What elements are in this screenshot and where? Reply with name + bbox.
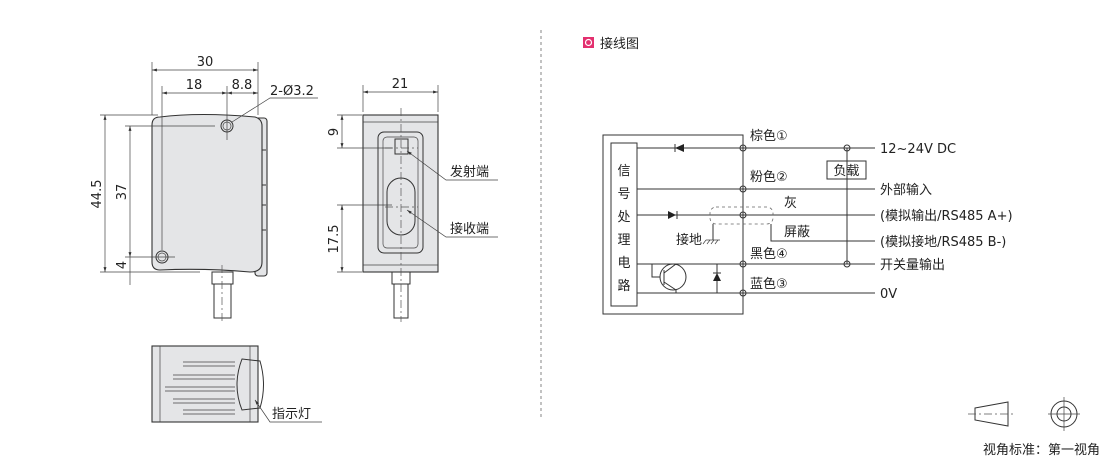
projection-symbol: 视角标准：第一视角	[968, 397, 1100, 458]
dim-9: 9	[327, 128, 342, 136]
emitter-label: 发射端	[450, 164, 489, 180]
func-switch-output: 开关量输出	[880, 257, 945, 273]
dim-44-5: 44.5	[90, 180, 105, 209]
func-external-input: 外部输入	[880, 182, 932, 198]
svg-text:处: 处	[617, 210, 630, 225]
wire-pink-label: 粉色②	[750, 169, 788, 185]
dim-17-5: 17.5	[327, 225, 342, 254]
dim-37: 37	[115, 184, 130, 201]
wire-shield-label: 屏蔽	[784, 225, 810, 240]
side-view: 21 9 17.5 发射端 接收端	[327, 77, 498, 322]
svg-text:理: 理	[617, 233, 630, 248]
section-bullet-icon	[583, 37, 594, 48]
dim-21: 21	[392, 77, 409, 92]
dim-18: 18	[186, 78, 203, 93]
dim-width-30: 30	[197, 55, 214, 70]
func-power: 12~24V DC	[880, 142, 956, 157]
transistor-icon	[659, 263, 687, 291]
load-label: 负载	[833, 164, 859, 179]
indicator-label: 指示灯	[272, 407, 311, 422]
ground-label: 接地	[676, 232, 702, 248]
wire-black-label: 黑色④	[750, 246, 788, 262]
wiring-diagram: 接线图 信 号 处 理 电 路 负载 棕色① 粉色② 灰 屏蔽 黑色④ 蓝色③ …	[583, 36, 1013, 315]
emitter-window	[394, 138, 409, 155]
wire-brown-label: 棕色①	[750, 128, 788, 144]
wire-blue-label: 蓝色③	[750, 276, 788, 292]
dim-8-8: 8.8	[232, 78, 253, 93]
svg-text:路: 路	[617, 278, 630, 294]
indicator-light	[236, 358, 264, 411]
bottom-view: 指示灯	[151, 345, 322, 423]
dim-holes: 2-Ø3.2	[270, 84, 314, 99]
func-analog-out: (模拟输出/RS485 A+)	[880, 208, 1013, 224]
circuit-label: 信 号 处 理 电 路	[617, 164, 630, 294]
wire-gray-label: 灰	[784, 196, 797, 211]
svg-text:电: 电	[617, 256, 630, 271]
frustum-icon	[974, 401, 1009, 427]
svg-text:号: 号	[617, 187, 630, 202]
func-analog-ground: (模拟接地/RS485 B-)	[880, 234, 1006, 250]
receiver-label: 接收端	[450, 221, 489, 237]
wiring-title: 接线图	[600, 36, 639, 52]
projection-label: 视角标准：第一视角	[983, 443, 1100, 458]
dim-4: 4	[115, 261, 130, 269]
load-box	[826, 160, 867, 180]
svg-text:信: 信	[617, 164, 630, 179]
func-0v: 0V	[880, 287, 897, 302]
cable	[213, 283, 232, 319]
front-view: 30 18 8.8 2-Ø3.2 44.5 37 4	[90, 55, 318, 322]
